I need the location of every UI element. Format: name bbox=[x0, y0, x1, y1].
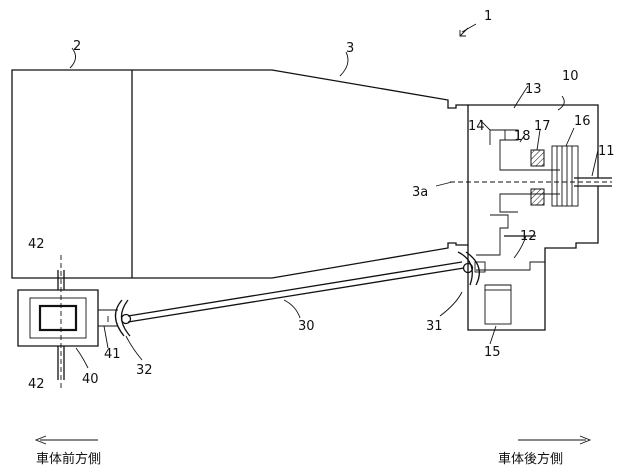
front-direction-label: 車体前方側 bbox=[36, 451, 101, 467]
label-11: 11 bbox=[598, 144, 615, 159]
label-1: 1 bbox=[484, 9, 492, 24]
label-10: 10 bbox=[562, 69, 579, 84]
transfer-case bbox=[450, 104, 612, 331]
part-17-upper bbox=[530, 149, 545, 167]
label-17: 17 bbox=[534, 119, 551, 134]
front-direction-arrow bbox=[34, 435, 98, 445]
label-3: 3 bbox=[346, 41, 354, 56]
propeller-shaft-30 bbox=[127, 261, 465, 323]
label-14: 14 bbox=[468, 119, 485, 134]
label-30: 30 bbox=[298, 319, 315, 334]
universal-joint-32 bbox=[114, 299, 132, 337]
rear-direction-label: 車体後方側 bbox=[498, 451, 563, 467]
label-40: 40 bbox=[82, 372, 99, 387]
label-15: 15 bbox=[484, 345, 501, 360]
leader-lines bbox=[69, 23, 599, 369]
label-12: 12 bbox=[520, 229, 537, 244]
label-16: 16 bbox=[574, 114, 591, 129]
label-13: 13 bbox=[525, 82, 542, 97]
rear-direction-arrow bbox=[518, 435, 592, 445]
label-2: 2 bbox=[73, 39, 81, 54]
engine-transmission-outline bbox=[11, 69, 469, 279]
label-41: 41 bbox=[104, 347, 121, 362]
label-18: 18 bbox=[514, 129, 531, 144]
label-42-bottom: 42 bbox=[28, 377, 45, 392]
label-31: 31 bbox=[426, 319, 443, 334]
front-differential-40 bbox=[17, 255, 118, 390]
label-3a: 3a bbox=[412, 185, 428, 200]
part-15 bbox=[484, 289, 512, 325]
label-42-top: 42 bbox=[28, 237, 45, 252]
clutch-pack-16 bbox=[551, 145, 579, 207]
figure-ref-arrow bbox=[459, 27, 469, 37]
universal-joint-31 bbox=[457, 251, 486, 286]
part-17-lower bbox=[530, 188, 545, 206]
label-32: 32 bbox=[136, 363, 153, 378]
